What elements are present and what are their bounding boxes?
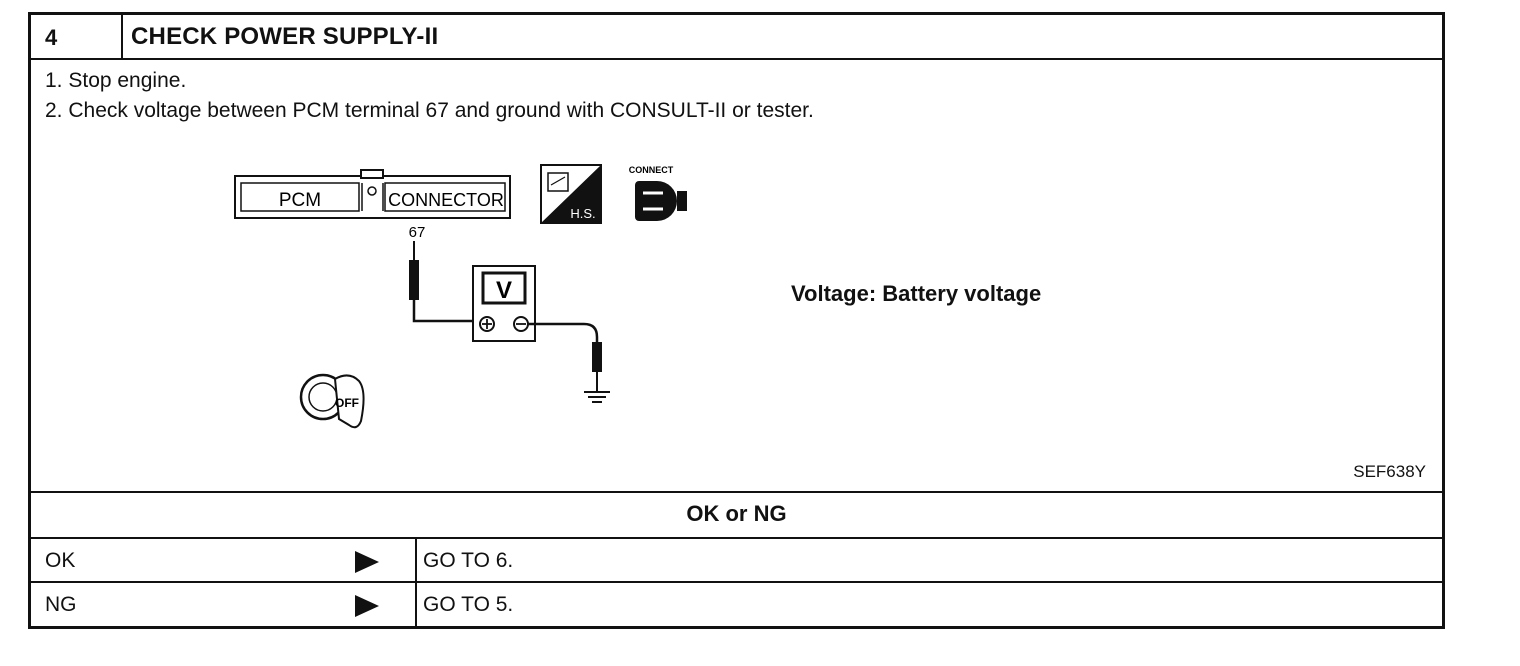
step-number: 4 bbox=[45, 25, 58, 50]
result-ng-action: GO TO 5. bbox=[423, 593, 514, 616]
terminal-number: 67 bbox=[409, 224, 426, 241]
procedure-table: 4 CHECK POWER SUPPLY-II 1. Stop engine. … bbox=[28, 12, 1445, 629]
instruction-step-2: 2. Check voltage between PCM terminal 67… bbox=[45, 99, 814, 122]
row-divider bbox=[31, 581, 1442, 583]
step-header: 4 CHECK POWER SUPPLY-II bbox=[31, 15, 1442, 60]
key-off-label: OFF bbox=[335, 396, 359, 410]
figure-reference: SEF638Y bbox=[1353, 462, 1426, 481]
voltmeter-symbol: V bbox=[496, 277, 512, 304]
voltage-spec: Voltage: Battery voltage bbox=[791, 281, 1042, 306]
result-ng-label: NG bbox=[45, 593, 77, 616]
row-divider bbox=[31, 537, 1442, 539]
positive-probe bbox=[409, 241, 483, 323]
ground-symbol bbox=[584, 391, 610, 403]
arrow-right-icon bbox=[355, 595, 379, 617]
connector-label-pcm: PCM bbox=[279, 190, 321, 211]
arrow-right-icon bbox=[355, 551, 379, 573]
hs-label: H.S. bbox=[570, 206, 595, 221]
harness-side-icon: H.S. bbox=[540, 164, 602, 224]
ignition-key-icon: OFF bbox=[299, 373, 365, 429]
instruction-step-1: 1. Stop engine. bbox=[45, 69, 187, 92]
ground-probe bbox=[528, 322, 602, 392]
connect-label: CONNECT bbox=[629, 165, 674, 175]
result-ok-action: GO TO 6. bbox=[423, 549, 514, 572]
pcm-connector: PCM CONNECTOR bbox=[234, 169, 511, 219]
step-title: CHECK POWER SUPPLY-II bbox=[131, 23, 439, 50]
voltmeter: V bbox=[472, 265, 536, 342]
header-divider bbox=[121, 15, 123, 58]
result-ok-label: OK bbox=[45, 549, 76, 572]
connect-icon: CONNECT bbox=[629, 165, 687, 221]
result-header: OK or NG bbox=[686, 501, 787, 526]
result-divider bbox=[31, 491, 1442, 493]
connector-label-connector: CONNECTOR bbox=[388, 190, 504, 210]
wiring-diagram: PCM CONNECTOR 67 H.S. CONNECT bbox=[234, 164, 687, 429]
